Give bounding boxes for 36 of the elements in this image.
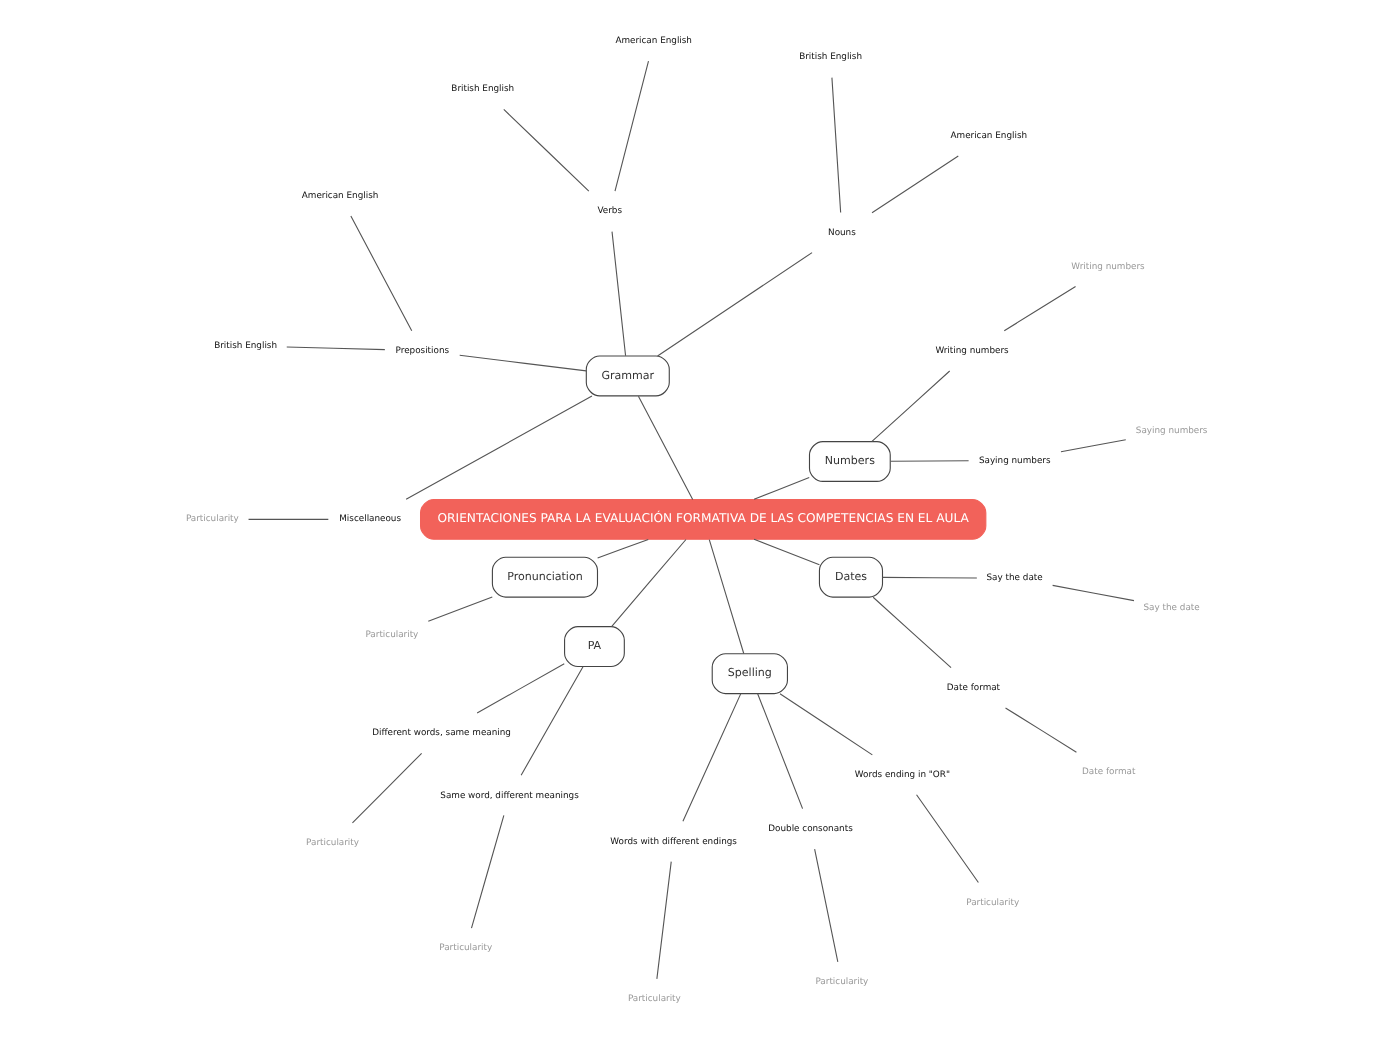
connector	[502, 108, 589, 192]
connector	[756, 693, 803, 810]
connector	[610, 538, 686, 628]
connector	[1002, 286, 1076, 332]
connector	[681, 693, 741, 822]
connector	[813, 848, 838, 963]
connector	[519, 666, 583, 776]
connector	[613, 60, 649, 192]
connector	[475, 663, 564, 714]
connector	[752, 476, 809, 500]
connector	[285, 346, 385, 351]
connector	[915, 794, 978, 884]
connector	[1003, 707, 1076, 753]
connector	[752, 538, 819, 566]
connector	[404, 395, 592, 500]
connector	[1059, 439, 1126, 453]
connector	[596, 538, 648, 559]
connector	[870, 155, 958, 214]
connector	[610, 231, 626, 357]
connector	[469, 814, 504, 929]
connector	[889, 460, 969, 462]
connector	[636, 395, 693, 500]
connector	[426, 596, 492, 622]
connector	[880, 576, 977, 579]
connector	[656, 252, 812, 357]
connector	[707, 539, 744, 655]
connector	[458, 354, 586, 372]
connector	[247, 518, 328, 520]
connector	[778, 693, 872, 756]
connector	[871, 596, 951, 669]
connector	[350, 752, 422, 824]
connector	[830, 77, 841, 214]
connector	[655, 861, 671, 980]
connector	[870, 370, 950, 442]
connector	[1051, 584, 1134, 602]
connector	[349, 215, 412, 332]
